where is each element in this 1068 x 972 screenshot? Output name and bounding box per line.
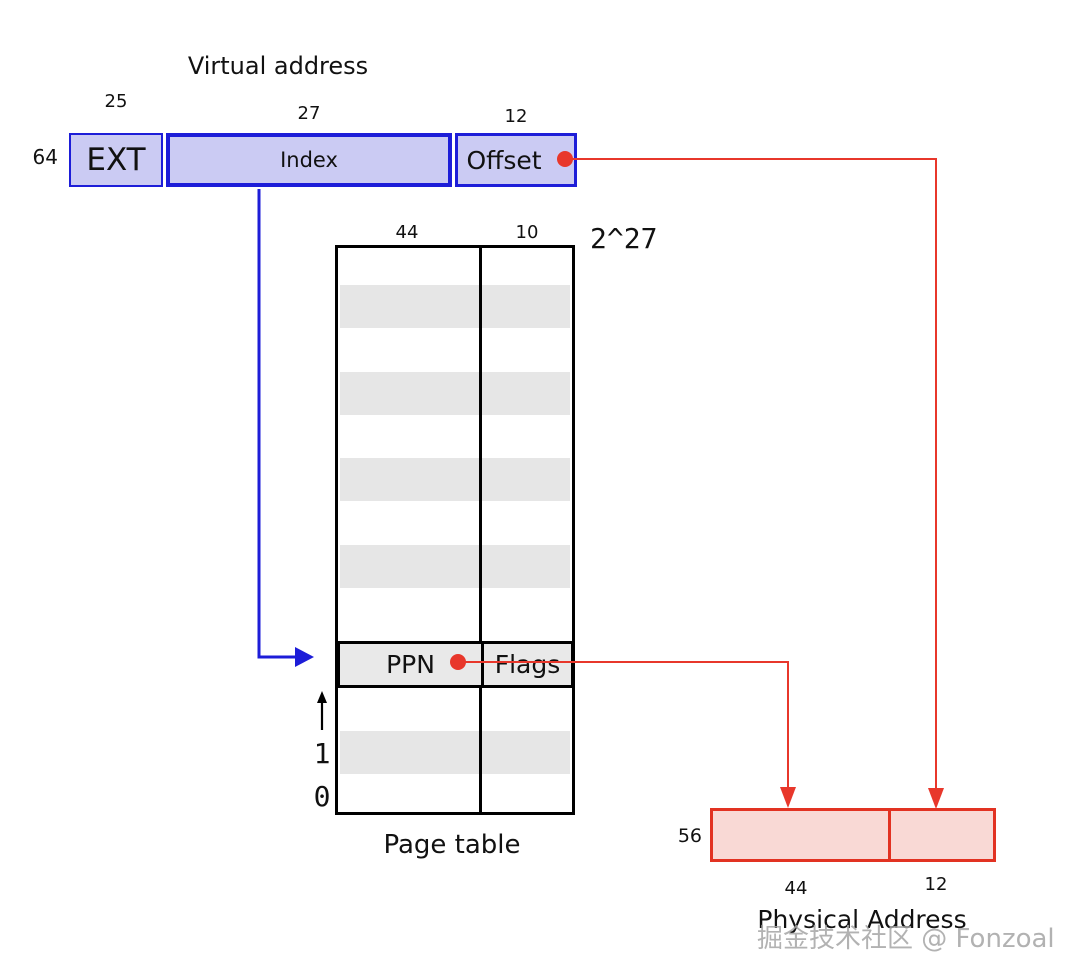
physical-offset-bits-label: 12 — [924, 874, 948, 895]
offset-bits-label: 12 — [504, 106, 528, 127]
ppn-to-physical-arrowhead-icon — [780, 787, 796, 808]
row-index-0-label: 0 — [313, 780, 331, 813]
offset-field-label: Offset — [466, 145, 542, 175]
ext-field-label: EXT — [86, 142, 146, 178]
page-table-ppn-column-bits-label: 44 — [395, 222, 419, 243]
physical-address-box — [710, 808, 996, 862]
index-to-entry-line — [257, 189, 296, 659]
page-table-row-band — [340, 458, 570, 501]
row-order-up-arrowhead-icon — [317, 691, 327, 703]
index-field-box: Index — [166, 133, 452, 187]
page-table-column-divider — [479, 248, 482, 812]
offset-field-box: Offset — [455, 133, 577, 187]
page-table — [335, 245, 575, 815]
physical-address-offset-cell — [888, 811, 993, 859]
page-table-caption: Page table — [383, 830, 521, 860]
ppn-label: PPN — [386, 650, 435, 679]
watermark: 掘金技术社区 @ Fonzoal — [757, 924, 1055, 954]
row-index-1-label: 1 — [313, 737, 331, 770]
page-table-entry-count-label: 2^27 — [590, 222, 658, 255]
page-table-row-band — [340, 372, 570, 415]
selected-entry-ppn-cell: PPN — [340, 650, 481, 679]
physical-ppn-bits-label: 44 — [784, 878, 808, 899]
page-table-row-band — [340, 285, 570, 328]
physical-address-ppn-cell — [713, 811, 888, 859]
index-field-label: Index — [280, 148, 338, 172]
selected-entry-flags-cell: Flags — [481, 644, 571, 685]
page-table-selected-entry: PPN Flags — [337, 641, 574, 688]
virtual-address-title: Virtual address — [187, 52, 369, 80]
physical-address-caption: Physical Address — [757, 905, 967, 934]
ext-bits-label: 25 — [104, 91, 128, 112]
page-table-flags-column-bits-label: 10 — [515, 222, 539, 243]
ext-field-box: EXT — [69, 133, 163, 187]
offset-to-physical-arrowhead-icon — [928, 788, 944, 809]
virtual-address-width-label: 64 — [32, 145, 58, 169]
page-table-row-band — [340, 545, 570, 588]
index-to-entry-arrowhead-icon — [295, 647, 314, 667]
index-bits-label: 27 — [297, 103, 321, 124]
physical-address-width-label: 56 — [677, 825, 702, 847]
page-table-row-band — [340, 731, 570, 774]
flags-label: Flags — [494, 650, 561, 679]
